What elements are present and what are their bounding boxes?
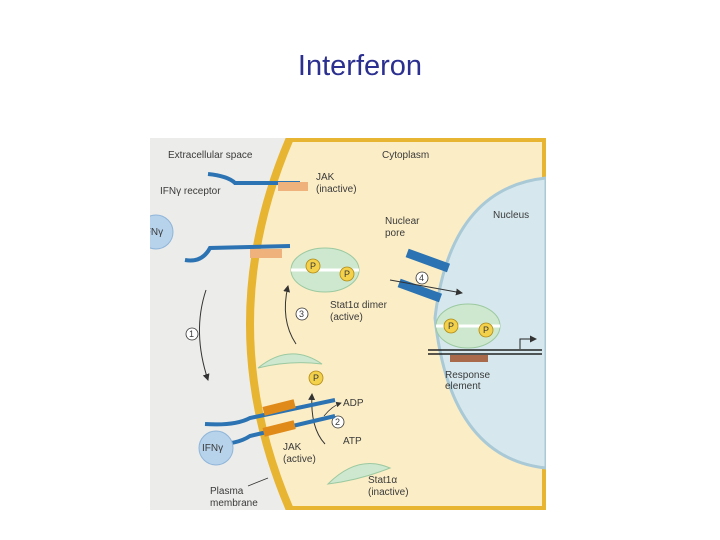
phospho-monomer-label: P bbox=[313, 373, 319, 383]
stat1-phosphorylated bbox=[257, 353, 323, 369]
phospho-nuclear-2-label: P bbox=[483, 325, 489, 335]
jak-stat-pathway-diagram: Extracellular space Cytoplasm IFNγ recep… bbox=[150, 138, 546, 510]
step-4-label: 4 bbox=[419, 273, 424, 283]
label-atp: ATP bbox=[343, 436, 362, 447]
step-4-marker bbox=[415, 271, 429, 285]
adp-release-arrow bbox=[323, 401, 342, 417]
label-stat-inactive-1: Stat1α bbox=[368, 475, 397, 486]
step-1-label: 1 bbox=[189, 329, 194, 339]
response-element bbox=[450, 355, 488, 362]
label-ifn-receptor: IFNγ receptor bbox=[160, 186, 221, 197]
label-adp: ADP bbox=[343, 398, 364, 409]
label-response-2: element bbox=[445, 381, 481, 392]
phospho-dimer-2 bbox=[339, 266, 355, 282]
label-dimer-2: (active) bbox=[330, 312, 363, 323]
phospho-dimer-1-label: P bbox=[310, 261, 316, 271]
label-response-1: Response bbox=[445, 370, 490, 381]
label-cytoplasm: Cytoplasm bbox=[382, 150, 429, 161]
label-nucleus: Nucleus bbox=[493, 210, 529, 221]
step-2-label: 2 bbox=[335, 417, 340, 427]
step-3-label: 3 bbox=[299, 309, 304, 319]
ifn-receptor-top-1 bbox=[207, 172, 300, 185]
nuclear-pore-bottom bbox=[397, 278, 443, 303]
plasma-membrane-pointer bbox=[247, 477, 269, 487]
label-membrane-1: Plasma bbox=[210, 486, 244, 497]
phospho-dimer-2-label: P bbox=[344, 269, 350, 279]
step-1-arrow bbox=[199, 289, 210, 381]
phospho-nuclear-2 bbox=[478, 322, 494, 338]
step-1-marker bbox=[185, 327, 199, 341]
label-jak-inactive-1: JAK bbox=[316, 172, 335, 183]
jak-inactive-2 bbox=[250, 249, 282, 258]
label-extracellular-space: Extracellular space bbox=[168, 150, 253, 161]
phospho-nuclear-1 bbox=[443, 318, 459, 334]
ifn-gamma-free bbox=[150, 214, 174, 250]
phospho-nuclear-1-label: P bbox=[448, 321, 454, 331]
label-nuclear-pore-2: pore bbox=[385, 228, 405, 239]
step-2-marker bbox=[331, 415, 345, 429]
label-membrane-2: membrane bbox=[210, 498, 258, 509]
ifn-receptor-bound-1 bbox=[204, 398, 336, 427]
step-3-arrow bbox=[283, 285, 297, 345]
label-jak-active-1: JAK bbox=[283, 442, 302, 453]
phospho-dimer-1 bbox=[305, 258, 321, 274]
step-2-arrow bbox=[308, 393, 326, 445]
jak-active-2 bbox=[262, 420, 296, 437]
label-stat-inactive-2: (inactive) bbox=[368, 487, 409, 498]
stat1-inactive bbox=[326, 463, 392, 485]
ifn-gamma-bound bbox=[198, 430, 234, 466]
label-ifn-bound: IFNγ bbox=[202, 443, 223, 454]
transcription-start-arrow bbox=[519, 335, 537, 349]
label-nuclear-pore-1: Nuclear bbox=[385, 216, 420, 227]
jak-inactive-1 bbox=[278, 182, 308, 191]
ifn-receptor-top-2 bbox=[184, 244, 291, 263]
jak-active-1 bbox=[262, 399, 296, 416]
label-dimer-1: Stat1α dimer bbox=[330, 300, 388, 311]
nuclear-pore-top bbox=[405, 248, 451, 273]
label-jak-active-2: (active) bbox=[283, 454, 316, 465]
phospho-monomer bbox=[308, 370, 324, 386]
label-ifn-free: IFNγ bbox=[150, 227, 163, 238]
label-jak-inactive-2: (inactive) bbox=[316, 184, 357, 195]
slide-title: Interferon bbox=[297, 50, 423, 82]
step-3-marker bbox=[295, 307, 309, 321]
